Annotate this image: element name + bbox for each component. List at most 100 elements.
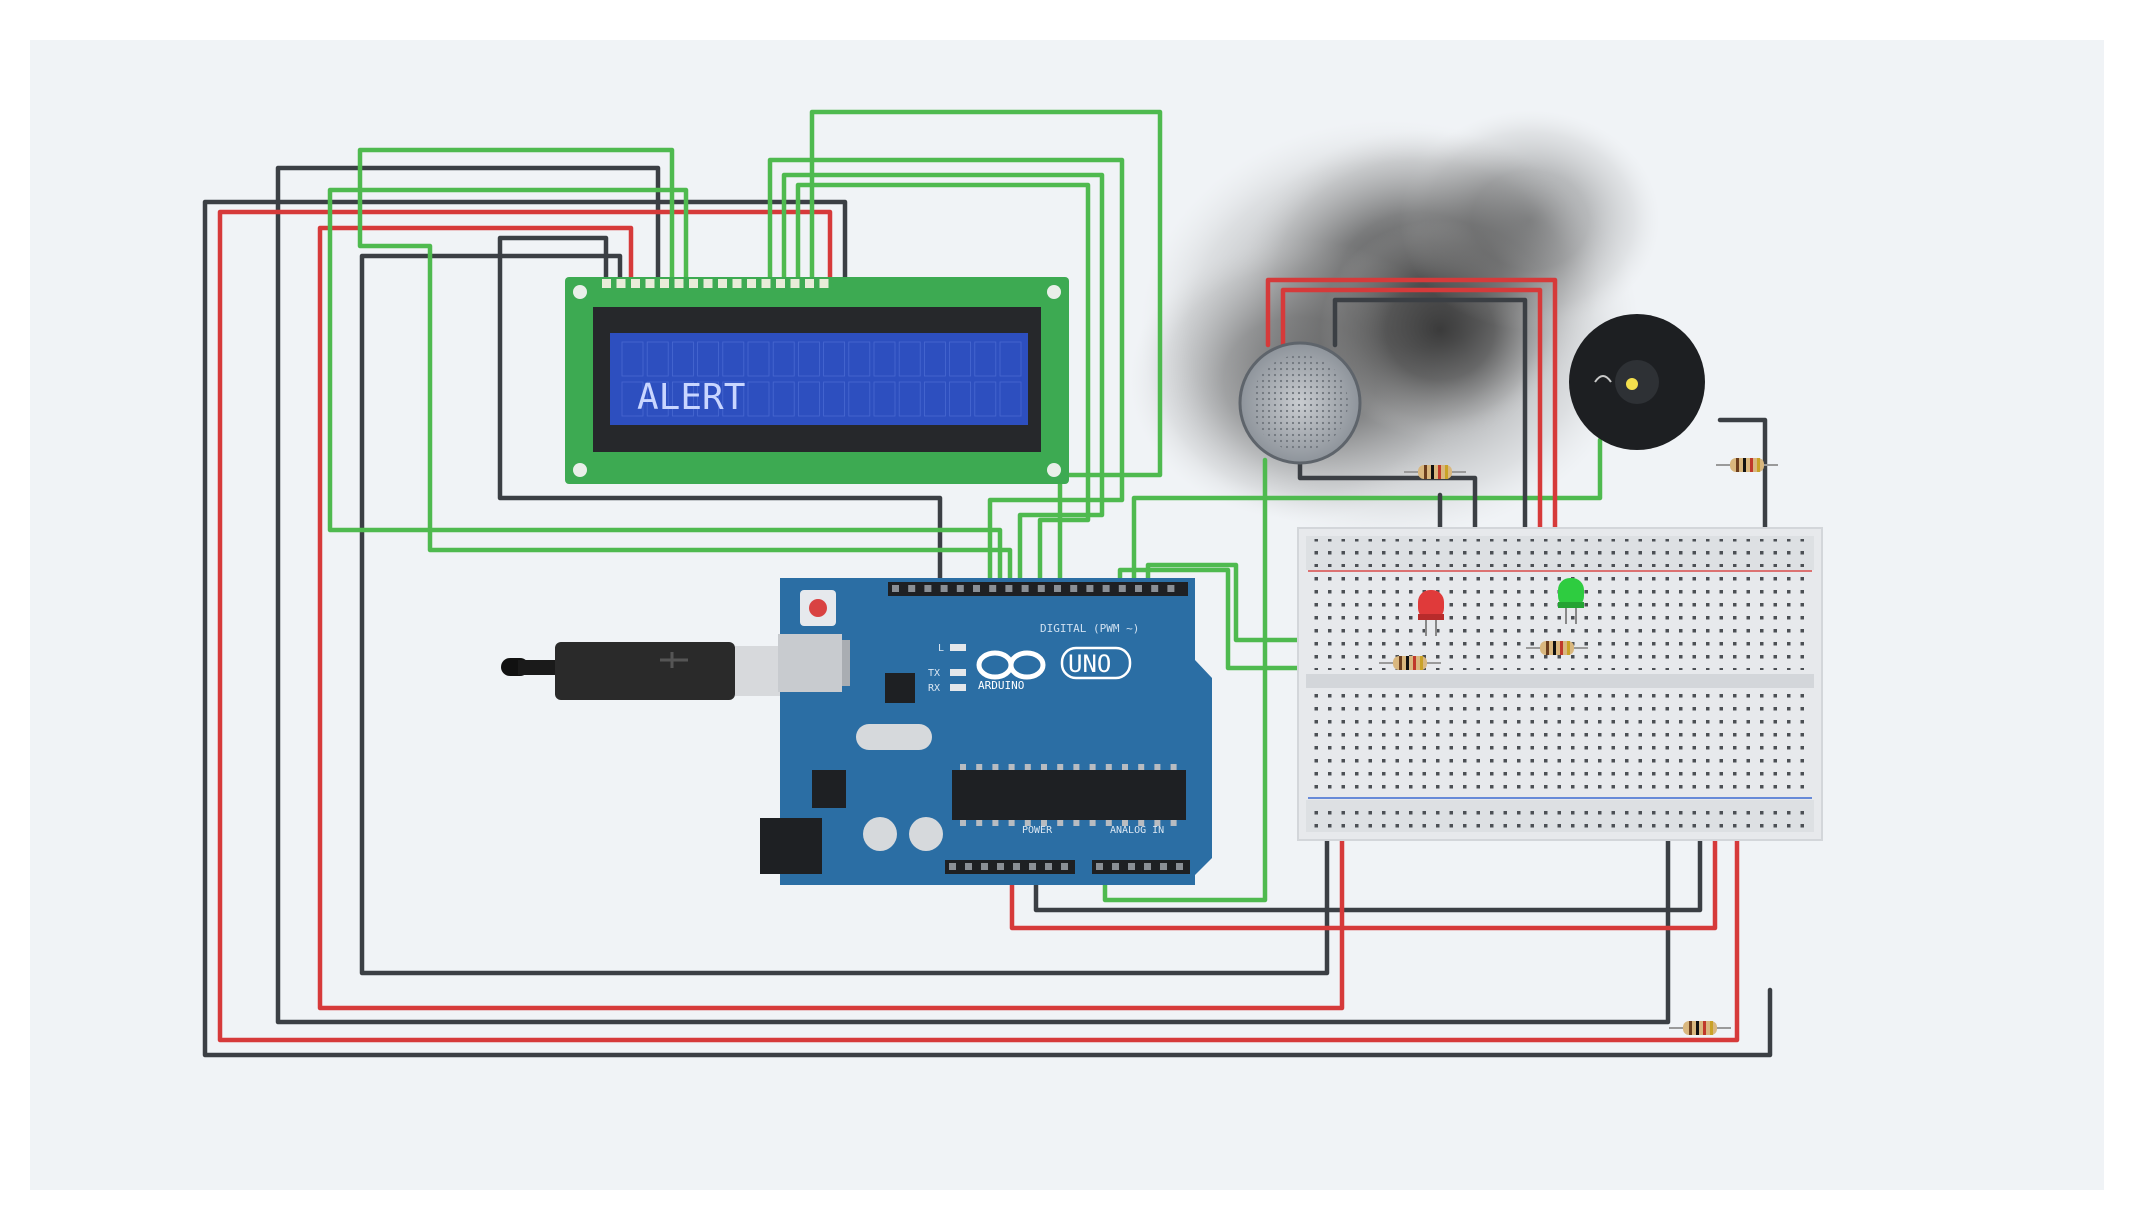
- header-pin: [1045, 863, 1052, 870]
- wire-green: [809, 109, 1163, 591]
- lcd-cell: [672, 341, 694, 377]
- chip-leg: [1008, 820, 1015, 826]
- chip-leg: [992, 764, 999, 770]
- lcd-cell: [924, 341, 946, 377]
- lcd-screen: [610, 333, 1028, 425]
- lcd-pin: [660, 279, 669, 288]
- header-strip: [945, 860, 1075, 874]
- lcd-cell: [873, 341, 896, 377]
- chip-small: [885, 673, 915, 703]
- power-label: POWER: [1022, 825, 1053, 836]
- lcd-cell: [722, 341, 745, 377]
- header-pin: [989, 585, 997, 592]
- chip-leg: [1154, 820, 1161, 826]
- lcd-cell: [772, 341, 795, 377]
- lcd-cell: [697, 341, 719, 377]
- lcd-cell: [646, 341, 669, 377]
- header-pin: [1128, 863, 1135, 870]
- header-pin: [1176, 863, 1183, 870]
- chip-leg: [1057, 820, 1064, 826]
- lcd-header-pins: [602, 279, 829, 288]
- lcd-pin: [776, 279, 785, 288]
- lcd-pin: [761, 279, 771, 288]
- header-pin: [1021, 585, 1029, 592]
- header-pin: [1037, 585, 1045, 592]
- l-led-label: L: [938, 643, 944, 654]
- wire-green: [327, 187, 1003, 591]
- lcd-cell: [999, 381, 1022, 417]
- lcd-pin: [602, 279, 611, 288]
- lcd-cell: [621, 341, 644, 377]
- lcd-cell: [848, 341, 871, 377]
- lcd-pin: [645, 279, 655, 288]
- lcd-pin: [674, 279, 684, 288]
- led-green: [1558, 578, 1584, 624]
- header-pin: [1070, 585, 1078, 592]
- analog-label: ANALOG IN: [1110, 825, 1164, 836]
- arduino-logo-icon: [976, 650, 1046, 680]
- led-red: [1418, 590, 1444, 636]
- resistors: [1379, 458, 1778, 1035]
- header-pin: [1029, 863, 1036, 870]
- wire-red: [1009, 809, 1718, 931]
- lcd-cell: [823, 341, 845, 377]
- chip-leg: [1024, 820, 1031, 826]
- wire-red: [217, 209, 1740, 1043]
- header-pin: [1054, 585, 1061, 592]
- lcd-char-grid: [621, 341, 1022, 417]
- header-pin: [1112, 863, 1119, 870]
- chip-leg: [960, 820, 966, 826]
- header-pin: [997, 863, 1004, 870]
- chip-leg: [1057, 764, 1064, 770]
- header-pin: [973, 585, 980, 592]
- uno-badge: [1060, 646, 1132, 680]
- lcd-cell: [798, 341, 820, 377]
- header-pin: [949, 863, 956, 870]
- digital-label: DIGITAL (PWM ~): [1040, 622, 1139, 635]
- arduino-model: UNO: [1068, 650, 1111, 678]
- chip-leg: [1170, 764, 1177, 770]
- lcd-cell: [798, 381, 820, 417]
- header-pin: [1013, 863, 1020, 870]
- chip-leg: [1154, 764, 1161, 770]
- chip-leg: [1138, 820, 1145, 826]
- arduino-brand: ARDUINO: [978, 679, 1024, 692]
- chip-leg: [1105, 764, 1112, 770]
- chip-leg: [1089, 764, 1096, 770]
- lcd-cell: [949, 341, 971, 377]
- crystal: [856, 724, 932, 750]
- header-pin: [1151, 585, 1159, 592]
- lcd-cell: [747, 381, 770, 417]
- lcd-cell: [621, 381, 644, 417]
- wire-red: [317, 225, 1345, 1011]
- header-pin: [1061, 863, 1068, 870]
- chip-leg: [1170, 820, 1177, 826]
- capacitor: [909, 817, 943, 851]
- resistor: [1526, 641, 1588, 655]
- lcd-text: ALERT: [637, 377, 745, 418]
- wire-green: [1117, 567, 1303, 671]
- header-pin: [1096, 863, 1103, 870]
- lcd-cell: [697, 381, 719, 417]
- buzzer-icon: [1626, 378, 1638, 390]
- lcd-cell: [646, 381, 669, 417]
- chip-leg: [960, 764, 966, 770]
- chip-leg: [1089, 820, 1096, 826]
- lcd-16x2: ALERT: [565, 277, 1069, 484]
- lcd-pin: [805, 279, 814, 288]
- usb-port: [778, 634, 842, 692]
- lcd-cell: [949, 381, 971, 417]
- wire-black: [359, 253, 1330, 976]
- wire-black: [1717, 417, 1768, 551]
- header-pin: [1005, 585, 1013, 592]
- lcd-pin: [718, 279, 727, 288]
- header-pin: [924, 585, 932, 592]
- lcd-pin: [689, 279, 698, 288]
- wire-black: [1297, 457, 1478, 551]
- wire-black: [497, 235, 943, 588]
- header-pin: [1118, 585, 1126, 592]
- chip-leg: [976, 764, 983, 770]
- wire-green: [1131, 437, 1603, 591]
- header-strip: [1092, 860, 1190, 874]
